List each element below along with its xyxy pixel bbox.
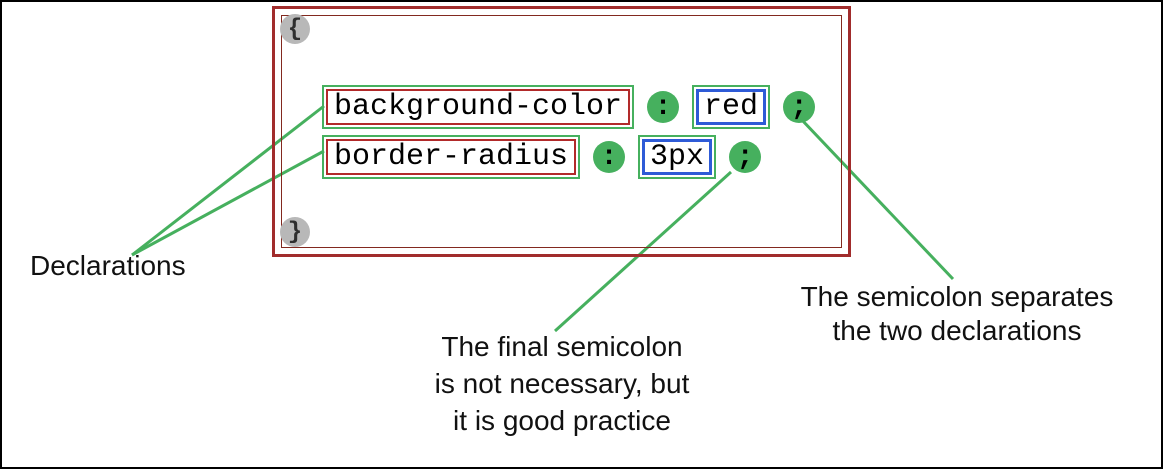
- declarations-label: Declarations: [30, 250, 186, 281]
- semicolon-badge: ;: [729, 141, 762, 173]
- value-box: red: [692, 85, 771, 129]
- declaration-row-2: border-radius : 3px ;: [322, 135, 762, 179]
- property-box: border-radius: [322, 135, 581, 179]
- semicolon-separator-note-line: The semicolon separates: [800, 281, 1114, 312]
- property-name: border-radius: [326, 139, 577, 175]
- colon-badge: :: [647, 91, 680, 123]
- close-brace-glyph: }: [287, 218, 303, 246]
- property-name: background-color: [326, 89, 631, 125]
- colon-badge: :: [593, 141, 626, 173]
- ruleset-box: [272, 6, 851, 257]
- final-semicolon-note-line: is not necessary, but: [434, 368, 690, 399]
- ruleset-inner-box: [281, 15, 842, 248]
- property-value: 3px: [642, 139, 713, 175]
- property-value: red: [696, 89, 767, 125]
- colon-glyph: :: [654, 91, 672, 123]
- final-semicolon-note-line: The final semicolon: [441, 331, 683, 362]
- open-brace-glyph: {: [287, 15, 303, 43]
- close-brace-badge: }: [280, 217, 310, 247]
- final-semicolon-note-line: it is good practice: [453, 405, 671, 436]
- value-box: 3px: [638, 135, 717, 179]
- declaration-row-1: background-color : red ;: [322, 85, 816, 129]
- semicolon-separator-note: The semicolon separates the two declarat…: [765, 280, 1149, 348]
- final-semicolon-note: The final semicolon is not necessary, bu…: [397, 328, 727, 439]
- semicolon-badge: ;: [783, 91, 816, 123]
- colon-glyph: :: [600, 141, 618, 173]
- semicolon-glyph: ;: [790, 91, 808, 123]
- property-box: background-color: [322, 85, 635, 129]
- semicolon-glyph: ;: [736, 141, 754, 173]
- open-brace-badge: {: [280, 14, 310, 44]
- semicolon-separator-note-line: the two declarations: [832, 315, 1082, 346]
